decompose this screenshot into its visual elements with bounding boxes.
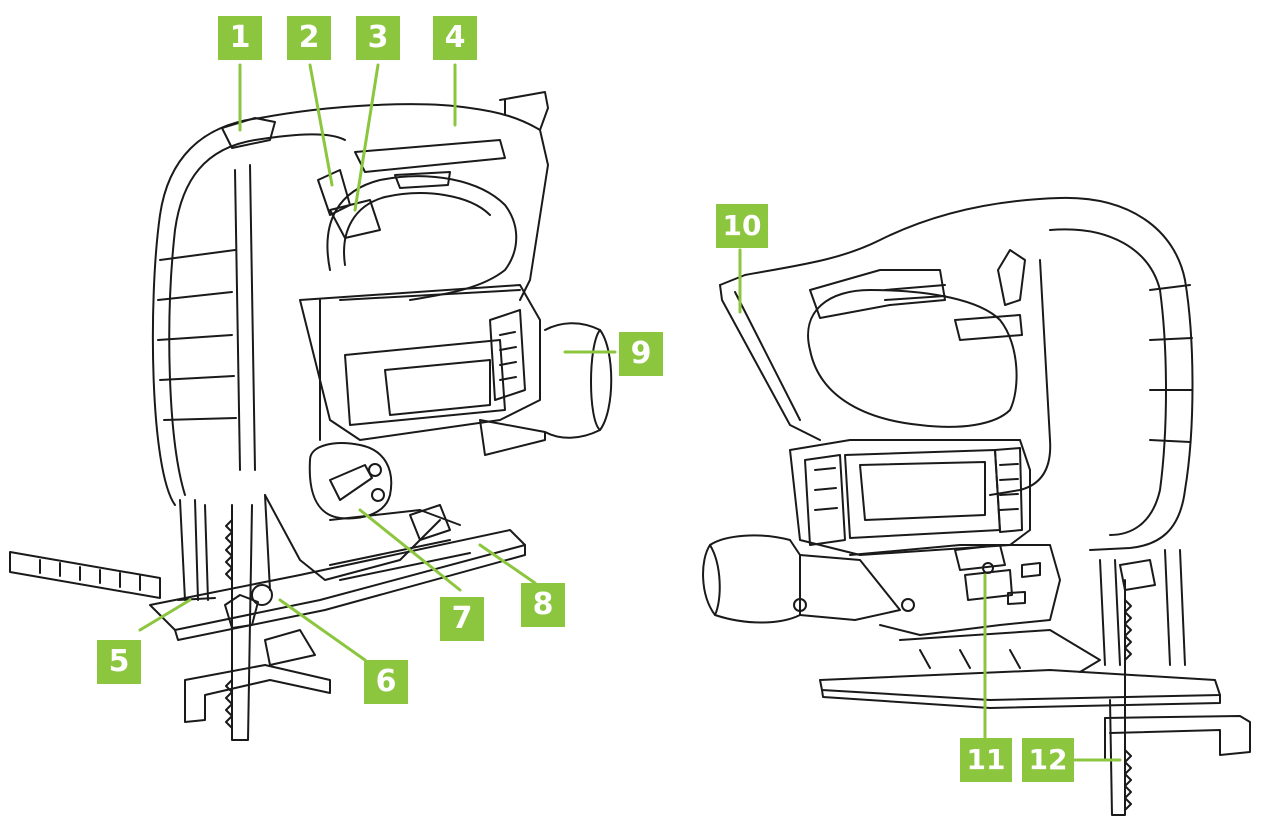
jigsaw-left-front-view (9, 91, 613, 741)
callout-5: 5 (97, 640, 141, 684)
jigsaw-right-rear-view (702, 196, 1251, 816)
callout-8: 8 (521, 583, 565, 627)
callout-7: 7 (440, 597, 484, 641)
callout-11: 11 (960, 738, 1012, 782)
callout-2: 2 (287, 16, 331, 60)
callout-4: 4 (433, 16, 477, 60)
callout-6: 6 (364, 660, 408, 704)
callout-leaders (138, 63, 1122, 762)
callout-12: 12 (1022, 738, 1074, 782)
callout-9: 9 (619, 332, 663, 376)
callout-1: 1 (218, 16, 262, 60)
callout-3: 3 (356, 16, 400, 60)
callout-10: 10 (716, 204, 768, 248)
